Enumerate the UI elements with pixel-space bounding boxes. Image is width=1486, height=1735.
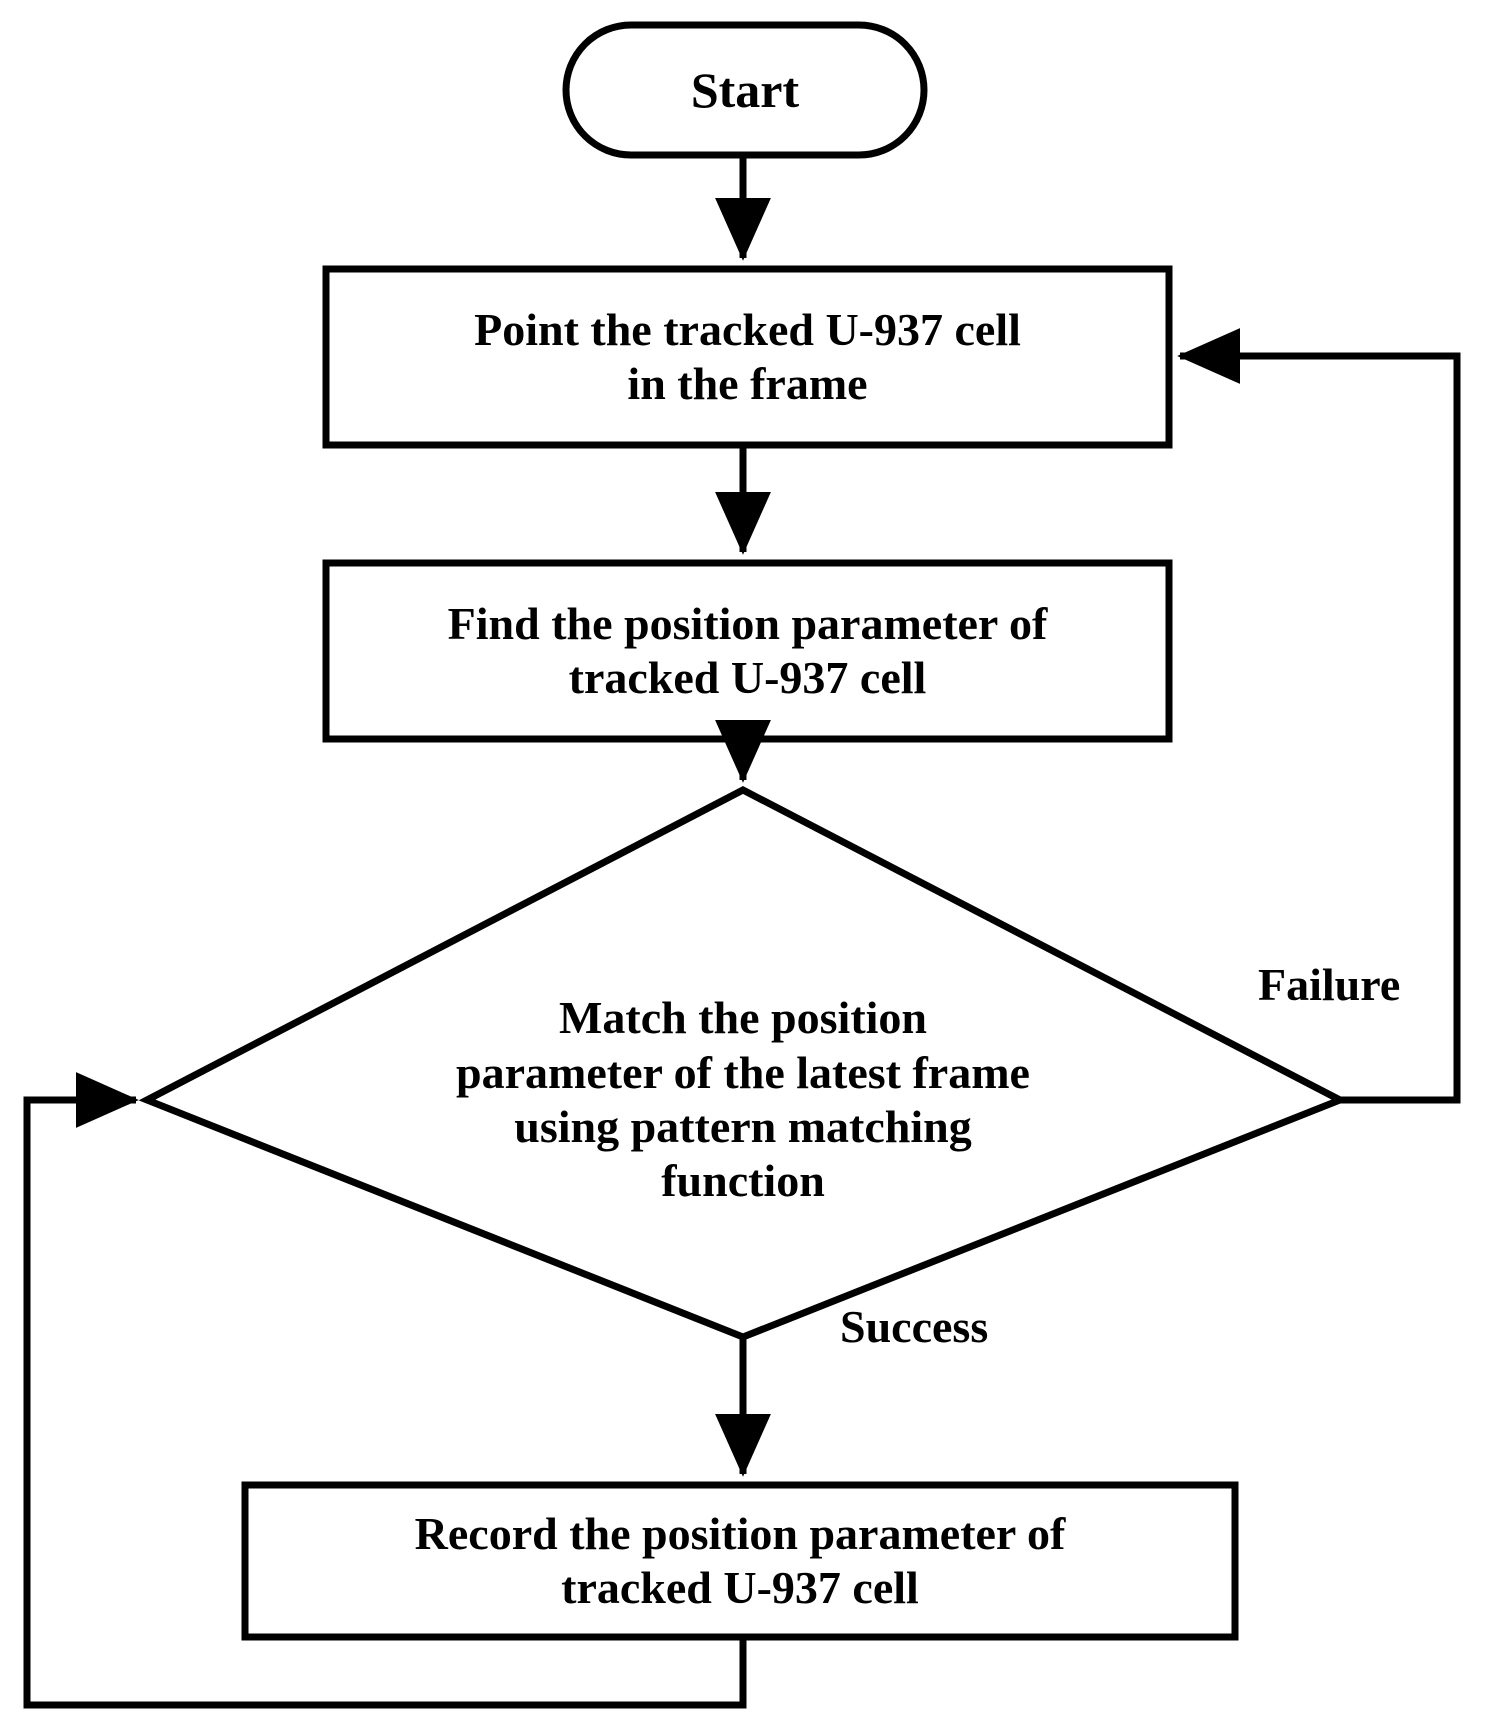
edge-match-failure-to-point [1177,328,1461,1104]
node-match-shape [138,786,1349,1341]
node-find-shape [322,559,1173,743]
node-record-shape [241,1481,1239,1641]
edge-record-to-match [23,1072,747,1709]
edge-label-failure: Failure [1258,959,1401,1010]
node-start-shape [562,21,928,159]
edge-label-success: Success [840,1301,989,1352]
node-point-shape [322,265,1173,449]
